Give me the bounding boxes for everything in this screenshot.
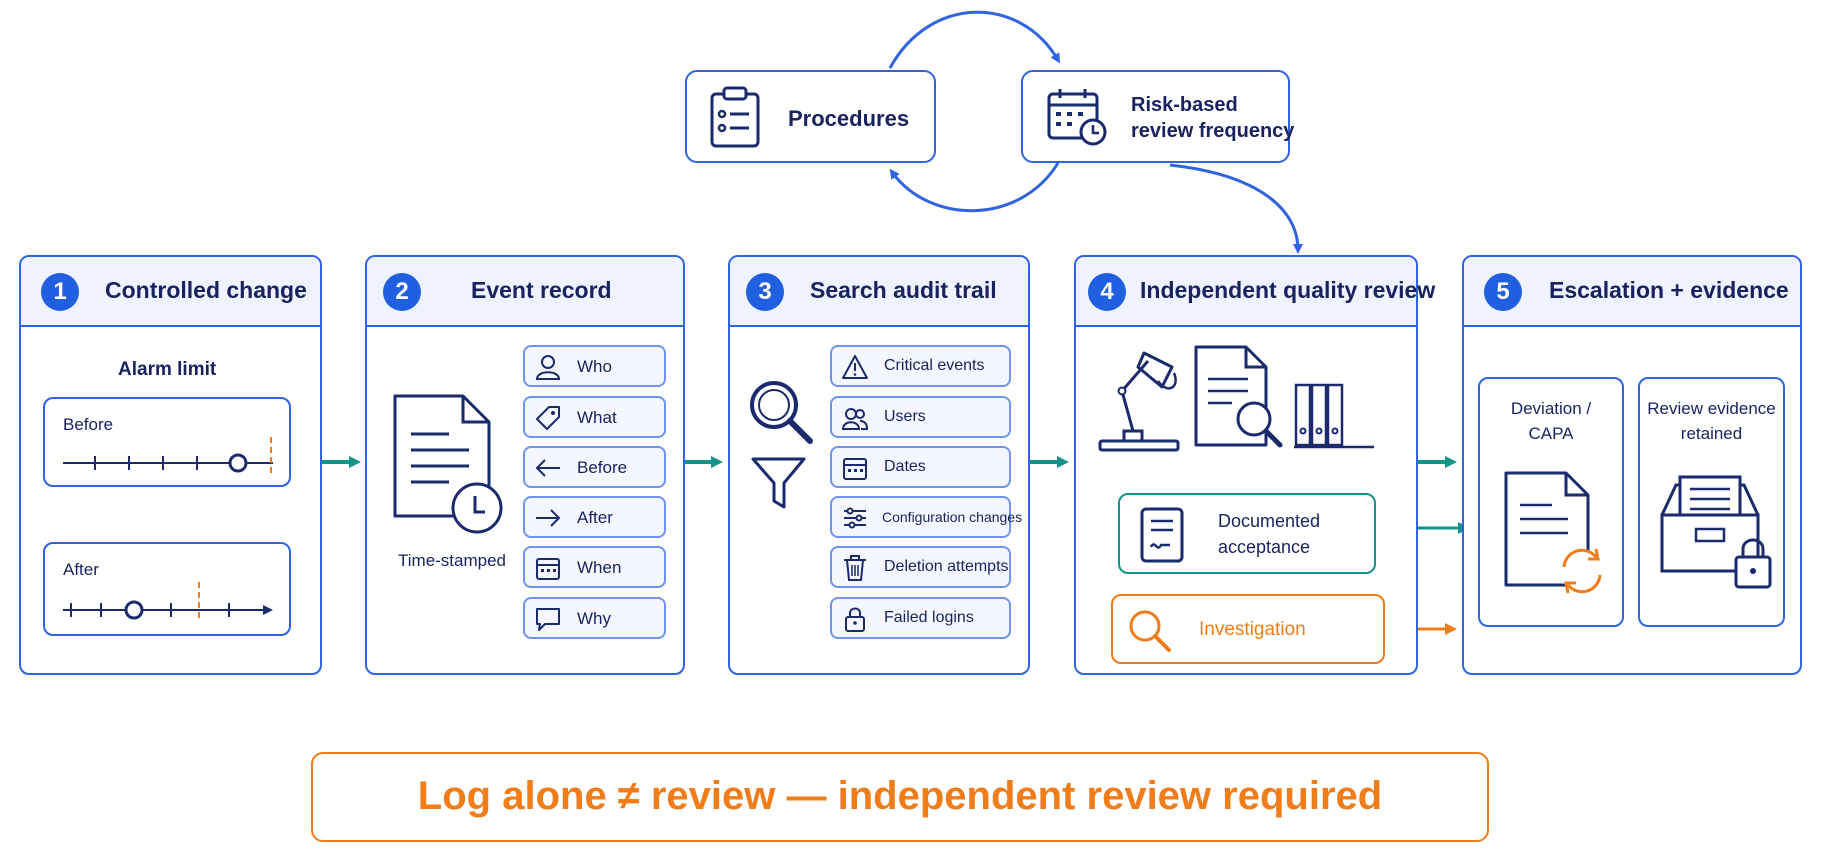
archive-lock-icon (1660, 475, 1772, 589)
field-label: After (577, 508, 613, 527)
orange-search-icon (1129, 610, 1171, 652)
arrow-left-icon (535, 459, 560, 477)
speech-bubble-icon (536, 608, 560, 631)
deviation-capa-card[interactable]: Deviation / CAPA (1478, 377, 1624, 627)
desk-lamp-icon (1098, 351, 1180, 452)
filter-chip-users[interactable]: Users (830, 396, 1011, 438)
acceptance-line2: acceptance (1218, 537, 1311, 557)
field-label: When (577, 558, 622, 577)
calendar-icon (536, 558, 560, 580)
step-title: Independent quality review (1140, 277, 1436, 303)
field-chip-when: When (523, 546, 666, 588)
step-title: Search audit trail (810, 277, 997, 303)
calendar-clock-icon (1047, 89, 1107, 146)
step-number: 1 (41, 273, 79, 311)
clipboard-list-icon (710, 86, 760, 148)
step-4-panel: 4 Independent quality review (1074, 255, 1435, 675)
step-number: 2 (383, 273, 421, 311)
risk-label-line1: Risk-based (1131, 94, 1238, 116)
filter-chip-dates[interactable]: Dates (830, 446, 1011, 488)
investigation-label: Investigation (1199, 619, 1306, 640)
tag-icon (536, 406, 560, 430)
time-stamped-label: Time-stamped (398, 551, 507, 570)
filter-chip-critical-events[interactable]: Critical events (830, 345, 1011, 387)
field-label: What (577, 408, 617, 427)
person-icon (535, 355, 561, 380)
trash-icon (844, 555, 866, 581)
procedures-box[interactable]: Procedures (685, 70, 936, 163)
footer-banner: Log alone ≠ review — independent review … (311, 752, 1489, 842)
filter-label: Critical events (884, 357, 985, 374)
calendar-icon (843, 458, 867, 480)
field-chip-after: After (523, 496, 666, 538)
field-chip-before: Before (523, 446, 666, 488)
documented-acceptance-box[interactable]: Documented acceptance (1118, 493, 1376, 574)
evidence-line1: Review evidence (1647, 399, 1776, 418)
deviation-line2: CAPA (1528, 424, 1574, 443)
step-2-header: 2 Event record (367, 257, 683, 327)
filter-label: Dates (884, 458, 926, 475)
step-title: Escalation + evidence (1549, 277, 1789, 303)
footer-message: Log alone ≠ review — independent review … (417, 774, 1383, 818)
field-chip-what: What (523, 396, 666, 438)
step-3-header: 3 Search audit trail (730, 257, 1028, 327)
field-chip-why: Why (523, 597, 666, 639)
step-4-header: 4 Independent quality review (1076, 257, 1435, 327)
step-5-header: 5 Escalation + evidence (1464, 257, 1800, 327)
risk-based-frequency-box[interactable]: Risk-based review frequency (1021, 70, 1294, 163)
timestamped-document-icon (393, 394, 503, 534)
step-title: Controlled change (105, 277, 307, 303)
sliders-icon (844, 507, 866, 529)
before-slider-track[interactable] (63, 437, 278, 481)
step-1-panel: 1 Controlled change Alarm limit Before A… (19, 255, 322, 675)
step-number: 5 (1484, 273, 1522, 311)
signed-document-icon (1140, 507, 1184, 563)
procedures-label: Procedures (788, 106, 910, 131)
users-icon (841, 408, 869, 430)
field-label: Before (577, 458, 628, 477)
risk-label-line2: review frequency (1131, 120, 1295, 142)
filter-label: Failed logins (884, 609, 974, 626)
field-label: Why (577, 609, 611, 628)
field-label: Who (577, 357, 612, 376)
step-1-header: 1 Controlled change (21, 257, 320, 327)
warning-triangle-icon (842, 355, 868, 379)
document-refresh-icon (1504, 471, 1604, 594)
padlock-icon (845, 607, 865, 632)
filter-chip-configuration-changes[interactable]: Configuration changes (830, 496, 1022, 538)
step-5-panel: 5 Escalation + evidence Deviation / CAPA… (1462, 255, 1802, 675)
magnifier-icon (750, 381, 813, 444)
step-number: 4 (1088, 273, 1126, 311)
step-3-panel: 3 Search audit trail Critical events Use… (728, 255, 1030, 675)
after-label: After (63, 560, 99, 579)
step-title: Event record (471, 277, 612, 303)
after-slider-card: After (43, 542, 291, 636)
filter-chip-failed-logins[interactable]: Failed logins (830, 597, 1011, 639)
review-evidence-card[interactable]: Review evidence retained (1638, 377, 1785, 627)
step-number: 3 (746, 273, 784, 311)
after-slider-track[interactable] (63, 582, 278, 628)
investigation-box[interactable]: Investigation (1111, 594, 1385, 664)
before-slider-card: Before (43, 397, 291, 487)
deviation-line1: Deviation / (1510, 399, 1592, 418)
arrow-right-icon (536, 509, 561, 527)
document-search-icon (1194, 345, 1283, 448)
filter-funnel-icon (751, 457, 806, 509)
field-chip-who: Who (523, 345, 666, 387)
filter-chip-deletion-attempts[interactable]: Deletion attempts (830, 546, 1011, 588)
filter-label: Users (884, 408, 926, 425)
binders-icon (1294, 383, 1374, 449)
acceptance-line1: Documented (1218, 511, 1321, 531)
evidence-line2: retained (1680, 424, 1743, 443)
filter-label: Deletion attempts (884, 558, 1009, 575)
filter-label: Configuration changes (882, 509, 1023, 525)
before-label: Before (63, 415, 114, 434)
alarm-limit-label: Alarm limit (118, 359, 217, 380)
step-2-panel: 2 Event record Time-stamped Who What Bef… (365, 255, 685, 675)
